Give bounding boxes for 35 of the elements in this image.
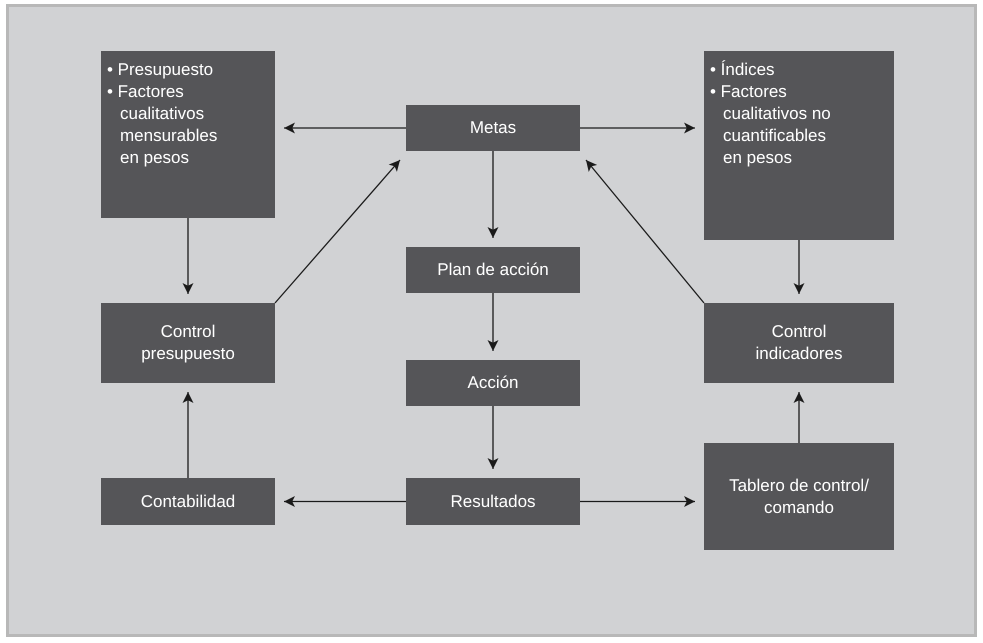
arrow (586, 160, 704, 304)
box-label: Resultados (450, 490, 536, 512)
arrow (488, 293, 498, 351)
process-box (406, 478, 580, 525)
box-label: Control presupuesto (140, 321, 236, 365)
process-box (101, 51, 275, 218)
bullet-text: • Índices (710, 59, 776, 81)
box-label: Plan de acción (437, 259, 549, 281)
process-box (406, 105, 580, 151)
arrow (284, 496, 406, 507)
process-box (101, 478, 275, 525)
process-box (704, 443, 894, 550)
box-label: Acción (467, 372, 519, 394)
arrow (794, 392, 804, 443)
arrow (580, 122, 695, 134)
bullet-text: • Presupuesto (107, 59, 214, 81)
process-box (406, 247, 580, 293)
box-label: Tablero de control/ comando (728, 474, 870, 518)
arrow (182, 392, 194, 478)
box-label: Contabilidad (140, 490, 236, 512)
arrow (284, 122, 406, 134)
arrow (580, 496, 695, 507)
process-box (406, 360, 580, 406)
arrow (794, 240, 804, 294)
box-label: Control indicadores (754, 321, 844, 365)
process-box (704, 303, 894, 383)
process-box (704, 51, 894, 240)
bullet-text: • Factores cualitativos mensurables en pesos (107, 81, 218, 169)
box-label: Metas (470, 117, 516, 139)
arrow (488, 151, 498, 238)
bullet-text: • Factores cualitativos no cuantificables en pesos (710, 81, 832, 169)
arrow (274, 160, 400, 304)
arrow (182, 218, 194, 294)
arrow (488, 406, 498, 469)
process-box (101, 303, 275, 383)
